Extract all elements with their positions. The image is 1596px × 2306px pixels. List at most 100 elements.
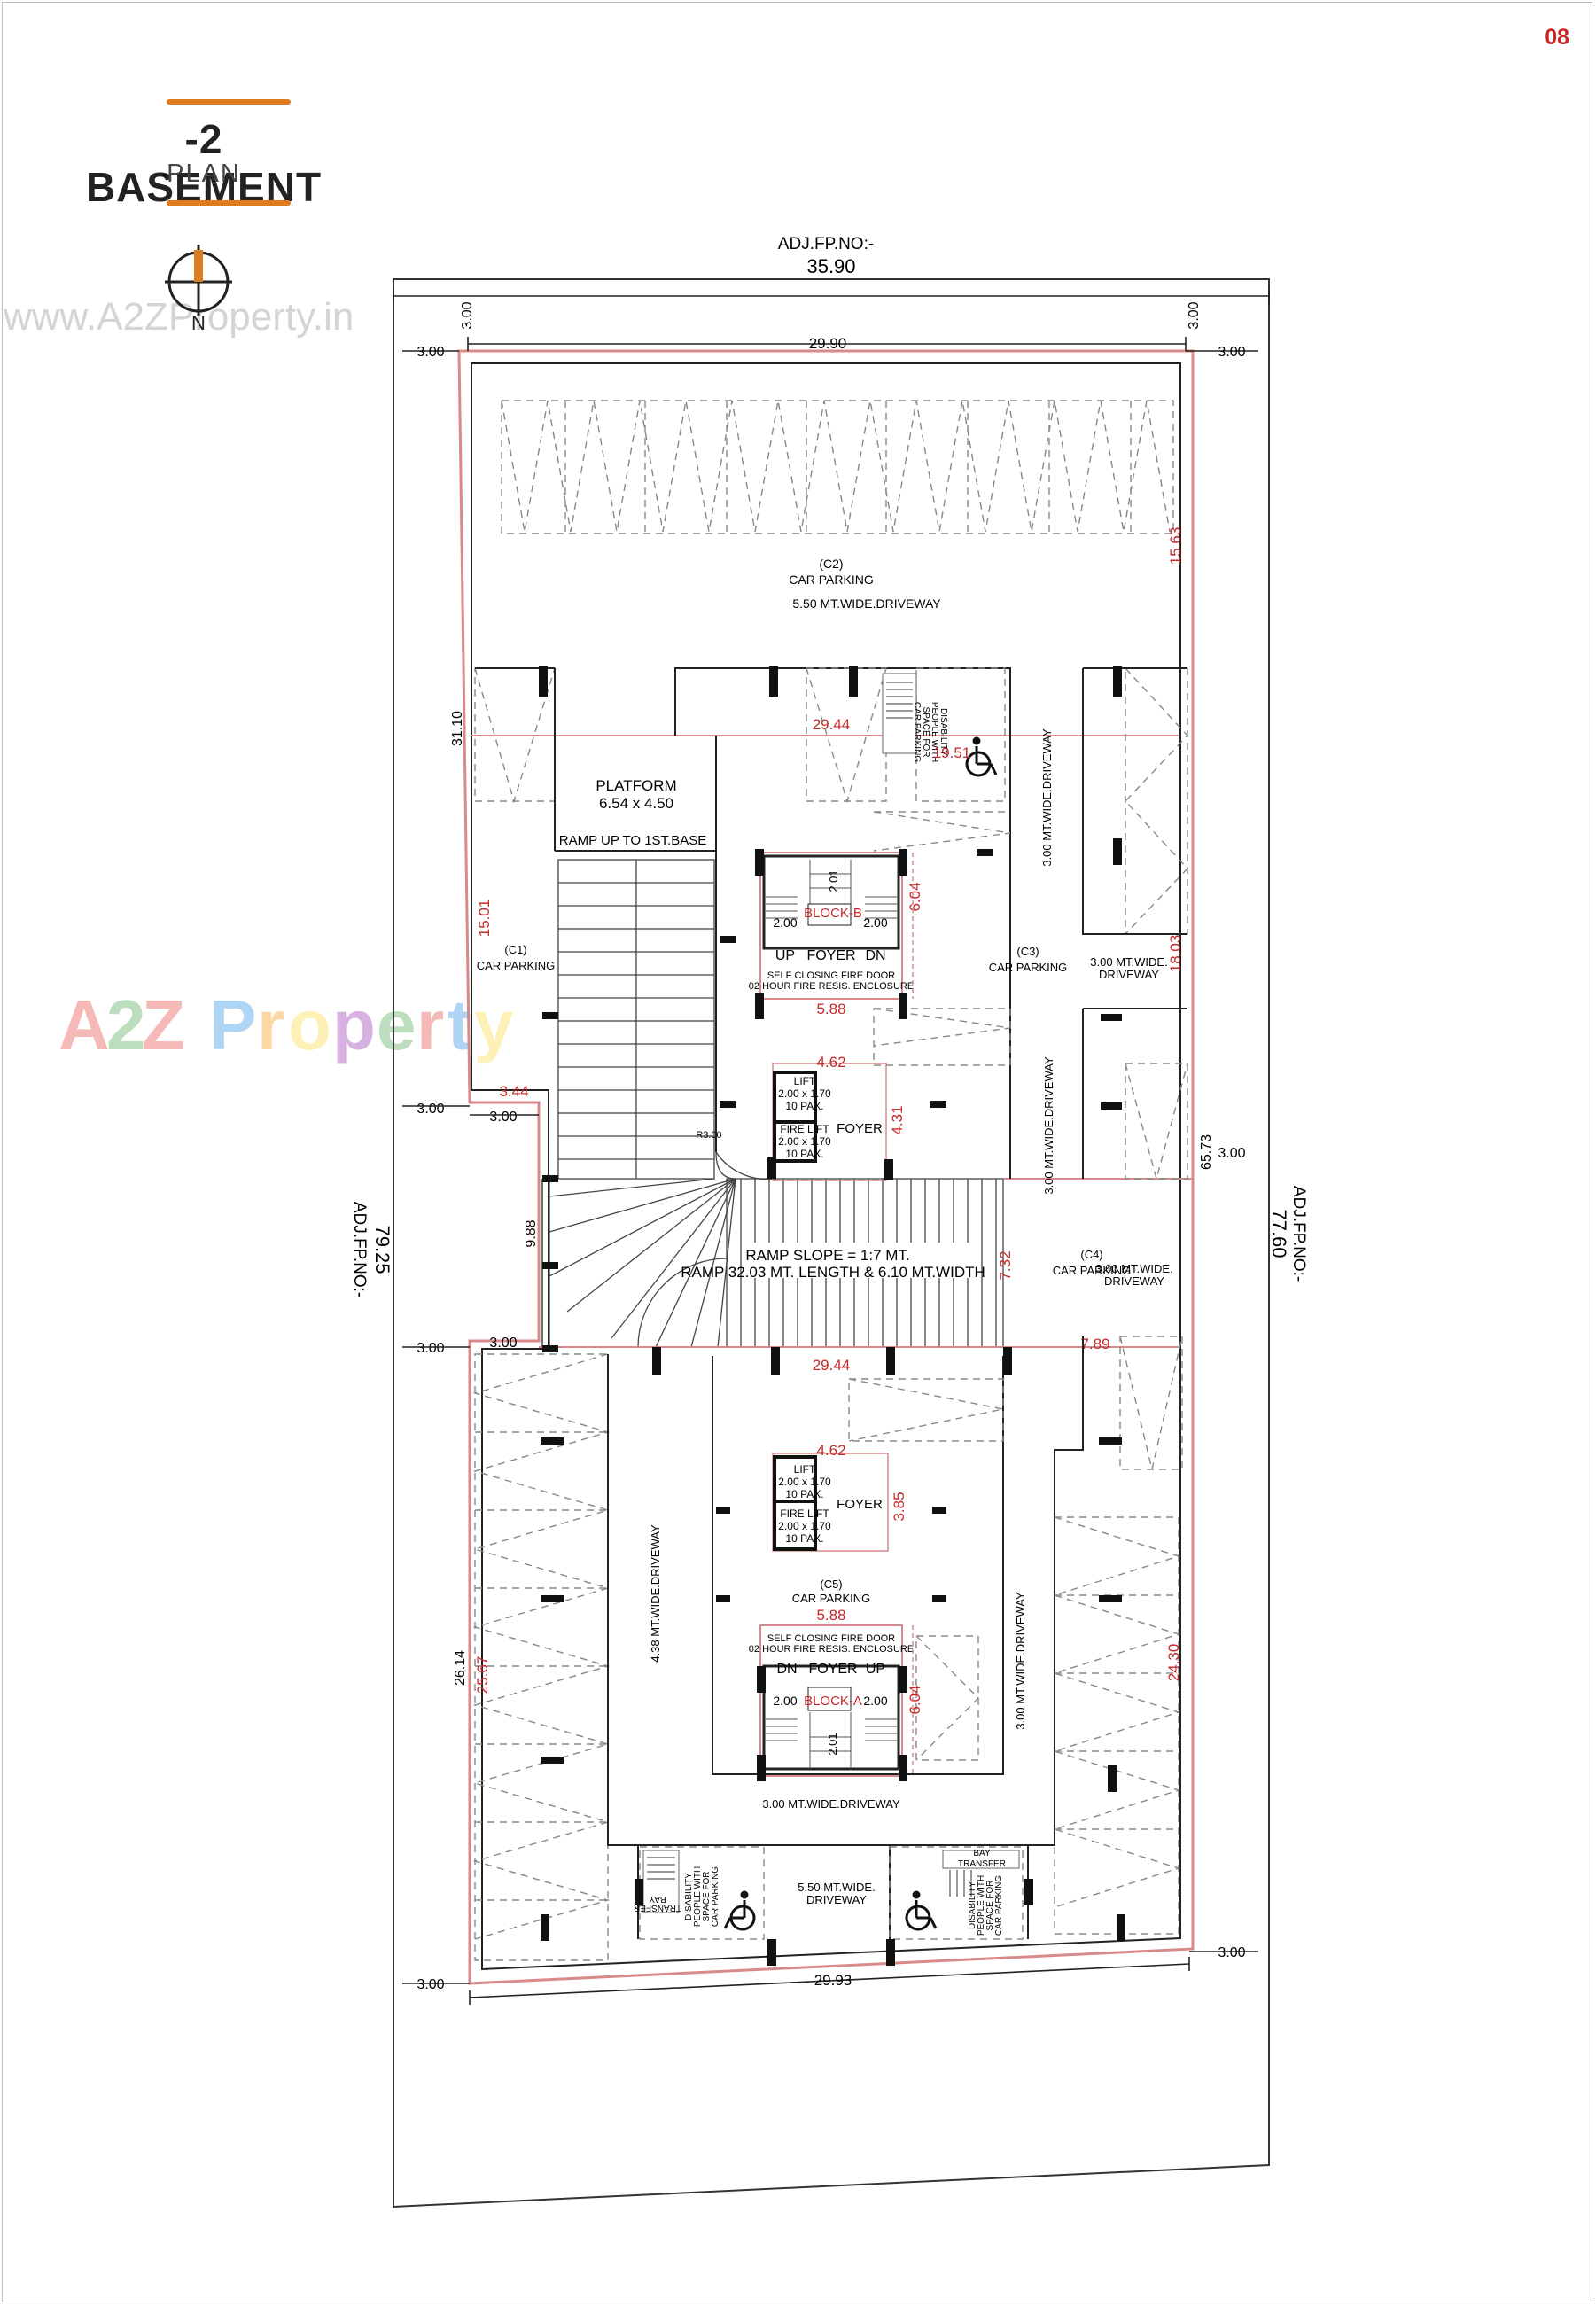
dim-left-upper: 31.10: [450, 711, 465, 746]
block-b-stair: [759, 852, 903, 1000]
fire-lift-a-pax: 10 PAX.: [785, 1532, 823, 1545]
svg-text:DISABILITY: DISABILITY: [968, 1881, 977, 1929]
c1-id: (C1): [504, 943, 526, 956]
disability-bay-upper: DISABILITY PEOPLE WITH SPACE FOR CAR PAR…: [882, 673, 948, 762]
svg-text:PEOPLE WITH: PEOPLE WITH: [693, 1866, 703, 1927]
lift-a-foyer: FOYER: [837, 1497, 883, 1512]
disability-bay-bottom-left: TRANSFER BAY DISABILITY PEOPLE WITH SPAC…: [634, 1846, 765, 1940]
upper-middle-structure: [674, 667, 1011, 1179]
ramp-radius: R3.00: [696, 1130, 721, 1141]
ramp-left: [557, 859, 715, 1180]
svg-text:TRANSFER: TRANSFER: [958, 1859, 1006, 1869]
c2-id: (C2): [819, 557, 843, 571]
adj-fp-top: ADJ.FP.NO:-: [778, 235, 874, 253]
block-b-stair-left: 2.00: [773, 915, 797, 930]
north-label: N: [191, 312, 206, 334]
c4-label: CAR PARKING: [1053, 1264, 1132, 1277]
c5-driveway-lower-1: 5.50 MT.WIDE.: [798, 1881, 875, 1894]
parking-bays-top: [501, 400, 1174, 534]
svg-text:e: e: [377, 986, 417, 1064]
ramp-curved: [549, 1151, 777, 1348]
c5-driveway-left: 4.38 MT.WIDE.DRIVEWAY: [649, 1524, 662, 1663]
block-b-door-1: SELF CLOSING FIRE DOOR: [767, 970, 895, 981]
c5-id: (C5): [820, 1578, 842, 1591]
dim-left-mid: 9.88: [524, 1219, 539, 1247]
adj-fp-left: ADJ.FP.NO:-: [350, 1202, 369, 1297]
lift-b-size: 2.00 x 1.70: [778, 1087, 831, 1100]
c4-id: (C4): [1080, 1248, 1102, 1261]
basement-wall: [471, 362, 1181, 1971]
svg-text:o: o: [288, 986, 331, 1064]
c5-center-structure: [607, 1336, 1084, 1846]
c5-center-bays: [848, 1378, 1004, 1761]
dim-top-total: 35.90: [806, 255, 855, 277]
block-b-foyer: FOYER: [806, 948, 855, 963]
c4-driveway-vertical: 3.00 MT.WIDE.DRIVEWAY: [1042, 1056, 1055, 1195]
c3-label: CAR PARKING: [989, 961, 1068, 974]
c2-label: CAR PARKING: [789, 573, 873, 587]
block-b-stair-top: 2.01: [827, 869, 840, 892]
page-subtitle: PLAN: [167, 160, 241, 188]
fire-lift-a-size: 2.00 x 1.70: [778, 1520, 831, 1532]
dim-lift-b-height: 4.31: [889, 1105, 906, 1134]
block-b-stair-right: 2.00: [863, 915, 887, 930]
block-a-stair-bottom: 2.01: [826, 1733, 839, 1755]
svg-text:PEOPLE WITH: PEOPLE WITH: [930, 702, 939, 762]
dim-block-b-height: 6.04: [907, 882, 923, 911]
north-arrow-icon: N: [165, 245, 232, 334]
lift-b-name: LIFT: [794, 1075, 816, 1087]
platform-label: PLATFORM: [596, 777, 676, 794]
dim-ramp-bay: 19.51: [933, 744, 971, 761]
dim-left-margin-4: 3.00: [417, 1341, 444, 1356]
lift-core-a: [772, 1453, 889, 1552]
dim-notch: 3.44: [499, 1083, 528, 1100]
dim-right-margin-1: 3.00: [1218, 345, 1245, 360]
svg-text:Z: Z: [142, 986, 185, 1064]
dim-c4-offset: 7.89: [1080, 1336, 1109, 1352]
block-a-door-2: 02 HOUR FIRE RESIS. ENCLOSURE: [749, 1644, 914, 1655]
dim-right-c3: 18.03: [1167, 935, 1184, 973]
c5-bays-left: [472, 1353, 611, 1961]
lift-a-size: 2.00 x 1.70: [778, 1476, 831, 1488]
block-b-name: BLOCK-B: [804, 906, 862, 921]
ramp-up-label: RAMP UP TO 1ST.BASE: [559, 833, 706, 848]
fire-lift-b-name: FIRE LIFT: [780, 1123, 829, 1135]
wheelchair-icon: [723, 1890, 756, 1931]
block-a-foyer: FOYER: [808, 1662, 857, 1677]
c5-driveway-bottom: 3.00 MT.WIDE.DRIVEWAY: [762, 1797, 900, 1811]
svg-text:BAY: BAY: [973, 1849, 991, 1858]
lift-a-pax: 10 PAX.: [785, 1488, 823, 1500]
watermark-brand: A 2 Z P r o p e r t y: [58, 986, 514, 1064]
c4-driveway-side-2: DRIVEWAY: [1104, 1274, 1164, 1288]
dim-block-b-width: 5.88: [816, 1001, 845, 1017]
svg-text:SPACE FOR: SPACE FOR: [985, 1880, 995, 1930]
c3-driveway-vertical: 3.00 MT.WIDE.DRIVEWAY: [1040, 728, 1054, 867]
c4-driveway-side-1: 3.00 MT.WIDE.: [1095, 1262, 1172, 1275]
block-b-door-2: 02 HOUR FIRE RESIS. ENCLOSURE: [749, 981, 914, 992]
block-a-stair-left: 2.00: [773, 1694, 797, 1708]
dim-right-lower-red: 24.30: [1165, 1644, 1182, 1682]
svg-text:p: p: [332, 986, 376, 1064]
dim-left-margin-5: 3.00: [489, 1336, 517, 1351]
svg-text:2: 2: [106, 986, 146, 1064]
structural-columns: [539, 666, 1125, 1966]
bottom-dimension: [402, 1951, 1258, 2005]
dim-right-margin-3: 3.00: [1218, 1945, 1245, 1960]
title-accent-bar-bottom: [167, 200, 291, 206]
svg-text:A: A: [58, 986, 110, 1064]
fire-lift-b-size: 2.00 x 1.70: [778, 1135, 831, 1148]
svg-text:r: r: [257, 986, 284, 1064]
wheelchair-icon: [965, 736, 998, 777]
svg-text:SPACE FOR: SPACE FOR: [921, 706, 930, 757]
c1-label: CAR PARKING: [477, 959, 556, 972]
adj-fp-right: ADJ.FP.NO:-: [1289, 1186, 1308, 1282]
dim-left-margin-6: 3.00: [417, 1977, 444, 1992]
basement-boundary: [457, 349, 1195, 1985]
dim-left-lower-red: 25.67: [474, 1656, 491, 1694]
svg-text:CAR PARKING: CAR PARKING: [912, 702, 922, 762]
dim-right-margin-2: 3.00: [1218, 1146, 1245, 1161]
block-a-stair: [759, 1624, 903, 1777]
c3-driveway-side-1: 3.00 MT.WIDE.: [1090, 955, 1167, 969]
c5-label: CAR PARKING: [792, 1592, 871, 1605]
